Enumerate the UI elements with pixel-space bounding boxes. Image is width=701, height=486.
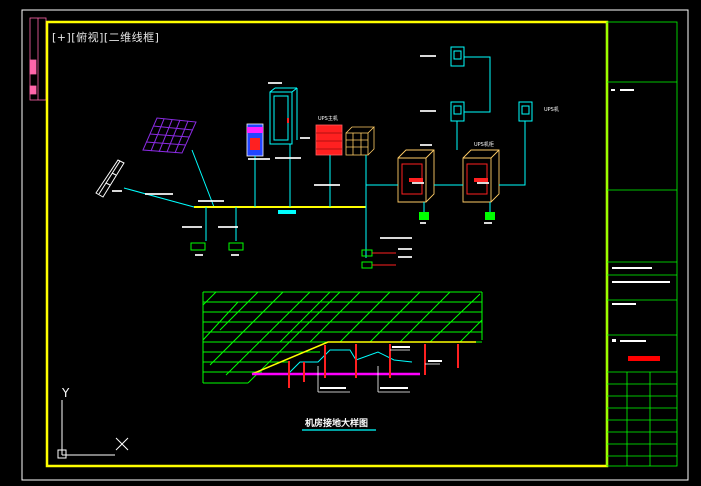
floor-callouts <box>317 349 440 393</box>
floor-bond-cable <box>287 349 413 375</box>
viewport-controls-label[interactable]: [+][俯视][二维线框] <box>52 31 160 44</box>
cabinet-a-ground <box>419 212 429 220</box>
ground-terminal-1 <box>190 242 206 251</box>
panel-bond-wire <box>191 149 215 208</box>
title-block-stamp <box>628 356 660 361</box>
terminal-right-label: UPS机 <box>544 106 559 113</box>
drawing-frame <box>45 20 609 468</box>
terminal-right <box>518 101 533 122</box>
floor-ground-ring <box>251 341 476 375</box>
title-block-marks <box>611 89 670 342</box>
title-block <box>606 21 678 467</box>
ucs-icon <box>57 400 129 459</box>
battery-rack <box>345 126 375 156</box>
terminal-top <box>450 46 465 67</box>
cable-tray <box>95 159 125 198</box>
terminal-link-top <box>464 56 491 113</box>
tray-bond-wire <box>123 187 195 208</box>
ups-host <box>315 124 343 156</box>
cabinet-b-ground <box>485 212 495 220</box>
rack-handle <box>287 118 289 123</box>
floor-pedestals <box>288 344 459 388</box>
server-rack <box>269 87 298 145</box>
ucs-y-label: Y <box>61 386 70 400</box>
raised-floor-grid <box>202 291 483 384</box>
terminal-mid <box>450 101 465 122</box>
cabinet-a <box>397 149 435 203</box>
cabinet-b <box>462 149 500 203</box>
annotation-marks <box>112 55 492 258</box>
cabinet-b-label: UPS机柜 <box>474 141 494 148</box>
ground-connectors <box>361 249 396 269</box>
drawing-title: 机房接地大样图 <box>305 417 368 429</box>
ups-host-label: UPS主机 <box>318 115 338 122</box>
bind-strip <box>29 17 47 101</box>
sheet-border <box>21 9 689 481</box>
solar-panel <box>142 117 197 154</box>
terminal-link-right <box>499 121 526 186</box>
ground-terminal-2 <box>228 242 244 251</box>
bus-label-badge <box>278 210 296 214</box>
floor-callout-text-marks <box>320 346 442 389</box>
distribution-cabinet <box>246 123 264 157</box>
